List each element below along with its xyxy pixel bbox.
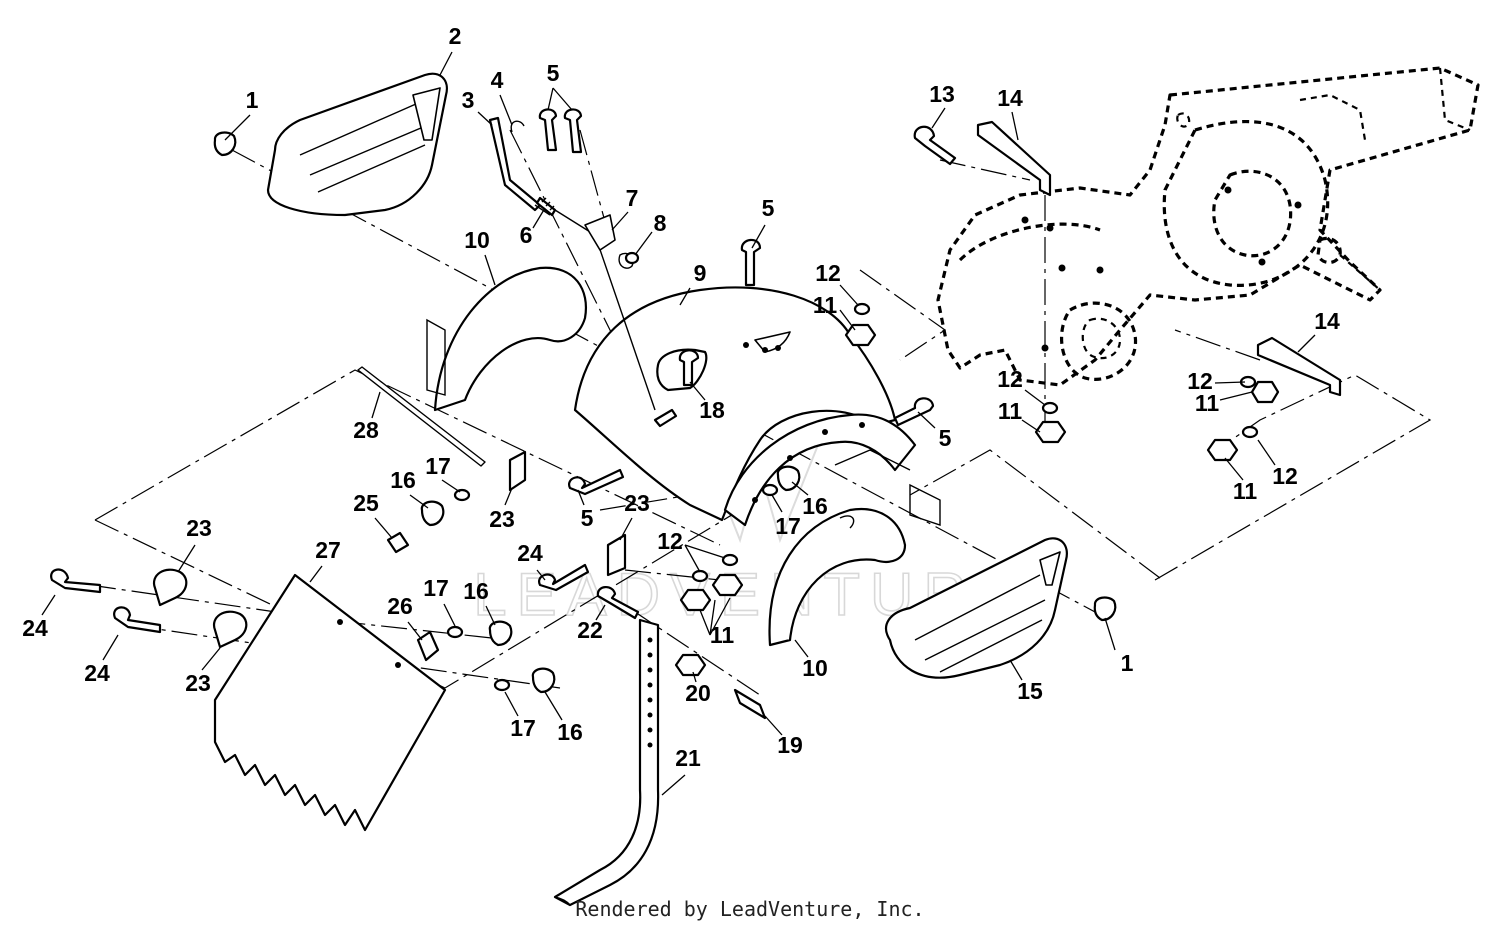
callout-label: 9 xyxy=(694,260,707,286)
callout-label: 24 xyxy=(517,540,543,566)
callout-label: 23 xyxy=(489,506,515,532)
callout-label: 13 xyxy=(929,81,955,107)
callout-label: 14 xyxy=(997,85,1023,111)
callout-pointers xyxy=(41,51,1316,796)
callout-label: 12 xyxy=(815,260,841,286)
callout-label: 1 xyxy=(246,87,259,113)
callout-label: 20 xyxy=(685,680,711,706)
callout-label: 16 xyxy=(802,493,828,519)
right-tine-guard xyxy=(768,449,941,647)
callout-label: 10 xyxy=(802,655,828,681)
callout-label: 23 xyxy=(185,670,211,696)
callout-label: 16 xyxy=(390,467,416,493)
bracket-set xyxy=(152,450,627,649)
bolt-set xyxy=(50,108,957,634)
callout-label: 5 xyxy=(581,505,594,531)
clip xyxy=(416,630,440,662)
callout-label: 19 xyxy=(777,732,803,758)
nut-and-washer-set xyxy=(213,131,1280,720)
callout-label: 3 xyxy=(462,87,475,113)
callout-label: 15 xyxy=(1017,678,1043,704)
callout-label: 11 xyxy=(813,292,838,318)
callout-label: 21 xyxy=(675,745,701,771)
callout-label: 16 xyxy=(463,578,489,604)
callout-label: 24 xyxy=(22,615,48,641)
callout-label: 24 xyxy=(84,660,110,686)
callout-label: 7 xyxy=(626,185,639,211)
callout-label: 11 xyxy=(1233,478,1258,504)
callout-label: 17 xyxy=(425,453,451,479)
callout-label: 18 xyxy=(699,397,725,423)
callout-label: 23 xyxy=(186,515,212,541)
part-callouts: 1 1 2 3 4 5 5 5 5 6 7 8 9 10 10 11 11 11… xyxy=(22,23,1340,771)
callout-label: 12 xyxy=(997,366,1023,392)
callout-label: 14 xyxy=(1314,308,1340,334)
callout-label: 17 xyxy=(423,575,449,601)
callout-label: 11 xyxy=(710,622,735,648)
callout-label: 16 xyxy=(557,719,583,745)
callout-label: 4 xyxy=(491,67,504,93)
callout-label: 28 xyxy=(353,417,379,443)
callout-label: 8 xyxy=(654,210,667,236)
callout-label: 27 xyxy=(315,537,341,563)
callout-label: 22 xyxy=(577,617,603,643)
rod xyxy=(357,366,486,467)
callout-label: 11 xyxy=(998,398,1023,424)
tiller-transmission-outline xyxy=(936,66,1480,387)
callout-label: 23 xyxy=(624,490,650,516)
callout-label: 12 xyxy=(1272,463,1298,489)
footer-credit: Rendered by LeadVenture, Inc. xyxy=(575,897,925,921)
callout-label: 5 xyxy=(939,425,952,451)
callout-label: 10 xyxy=(464,227,490,253)
right-side-shield xyxy=(885,537,1068,679)
callout-label: 11 xyxy=(1195,390,1220,416)
callout-label: 5 xyxy=(547,60,560,86)
mounting-bracket-set xyxy=(976,120,1342,397)
callout-label: 5 xyxy=(762,195,775,221)
latch-rod-assembly xyxy=(488,116,656,411)
callout-label: 2 xyxy=(449,23,462,49)
callout-label: 26 xyxy=(387,593,413,619)
left-side-shield xyxy=(266,72,448,217)
callout-label: 17 xyxy=(775,513,801,539)
depth-stake xyxy=(553,618,660,907)
drag-bar-plate xyxy=(213,573,447,832)
left-tine-guard xyxy=(426,266,587,412)
callout-label: 25 xyxy=(353,490,379,516)
callout-label: 6 xyxy=(520,222,533,248)
callout-label: 12 xyxy=(657,528,683,554)
callout-label: 12 xyxy=(1187,368,1213,394)
callout-label: 17 xyxy=(510,715,536,741)
callout-label: 1 xyxy=(1121,650,1134,676)
